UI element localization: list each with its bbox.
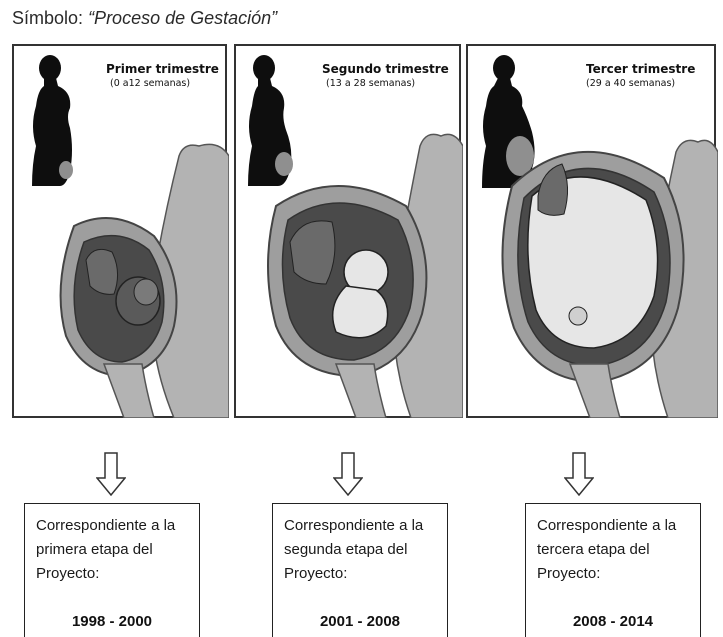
trimester-title: Segundo trimestre [322, 62, 449, 76]
pregnant-silhouette-icon [248, 55, 293, 186]
panel-first-trimester: Primer trimestre (0 a12 semanas) [12, 44, 227, 418]
diagram-title: Símbolo: “Proceso de Gestación” [12, 8, 277, 29]
title-symbol-name: “Proceso de Gestación” [88, 8, 277, 28]
stage-description: Correspondiente a la tercera etapa del P… [537, 514, 697, 586]
pregnant-silhouette-icon [32, 55, 73, 186]
title-label: Símbolo: [12, 8, 83, 28]
stage-box-first: Correspondiente a la primera etapa del P… [24, 503, 200, 637]
stage-description: Correspondiente a la primera etapa del P… [36, 514, 196, 586]
trimester-weeks: (0 a12 semanas) [110, 78, 190, 89]
stage-period: 2008 - 2014 [526, 613, 700, 630]
stage-period: 1998 - 2000 [25, 613, 199, 630]
trimester-title: Primer trimestre [106, 62, 219, 76]
pregnant-silhouette-icon [482, 55, 535, 188]
first-trimester-illustration [14, 46, 229, 418]
stage-box-second: Correspondiente a la segunda etapa del P… [272, 503, 448, 637]
down-arrow-icon [96, 452, 126, 496]
third-trimester-illustration [468, 46, 718, 418]
panel-second-trimester: Segundo trimestre (13 a 28 semanas) [234, 44, 461, 418]
stage-box-third: Correspondiente a la tercera etapa del P… [525, 503, 701, 637]
second-trimester-illustration [236, 46, 463, 418]
stage-period: 2001 - 2008 [273, 613, 447, 630]
down-arrow-icon [333, 452, 363, 496]
stage-description: Correspondiente a la segunda etapa del P… [284, 514, 444, 586]
down-arrow-icon [564, 452, 594, 496]
trimester-weeks: (13 a 28 semanas) [326, 78, 415, 89]
panel-third-trimester: Tercer trimestre (29 a 40 semanas) [466, 44, 716, 418]
trimester-weeks: (29 a 40 semanas) [586, 78, 675, 89]
trimester-title: Tercer trimestre [586, 62, 695, 76]
